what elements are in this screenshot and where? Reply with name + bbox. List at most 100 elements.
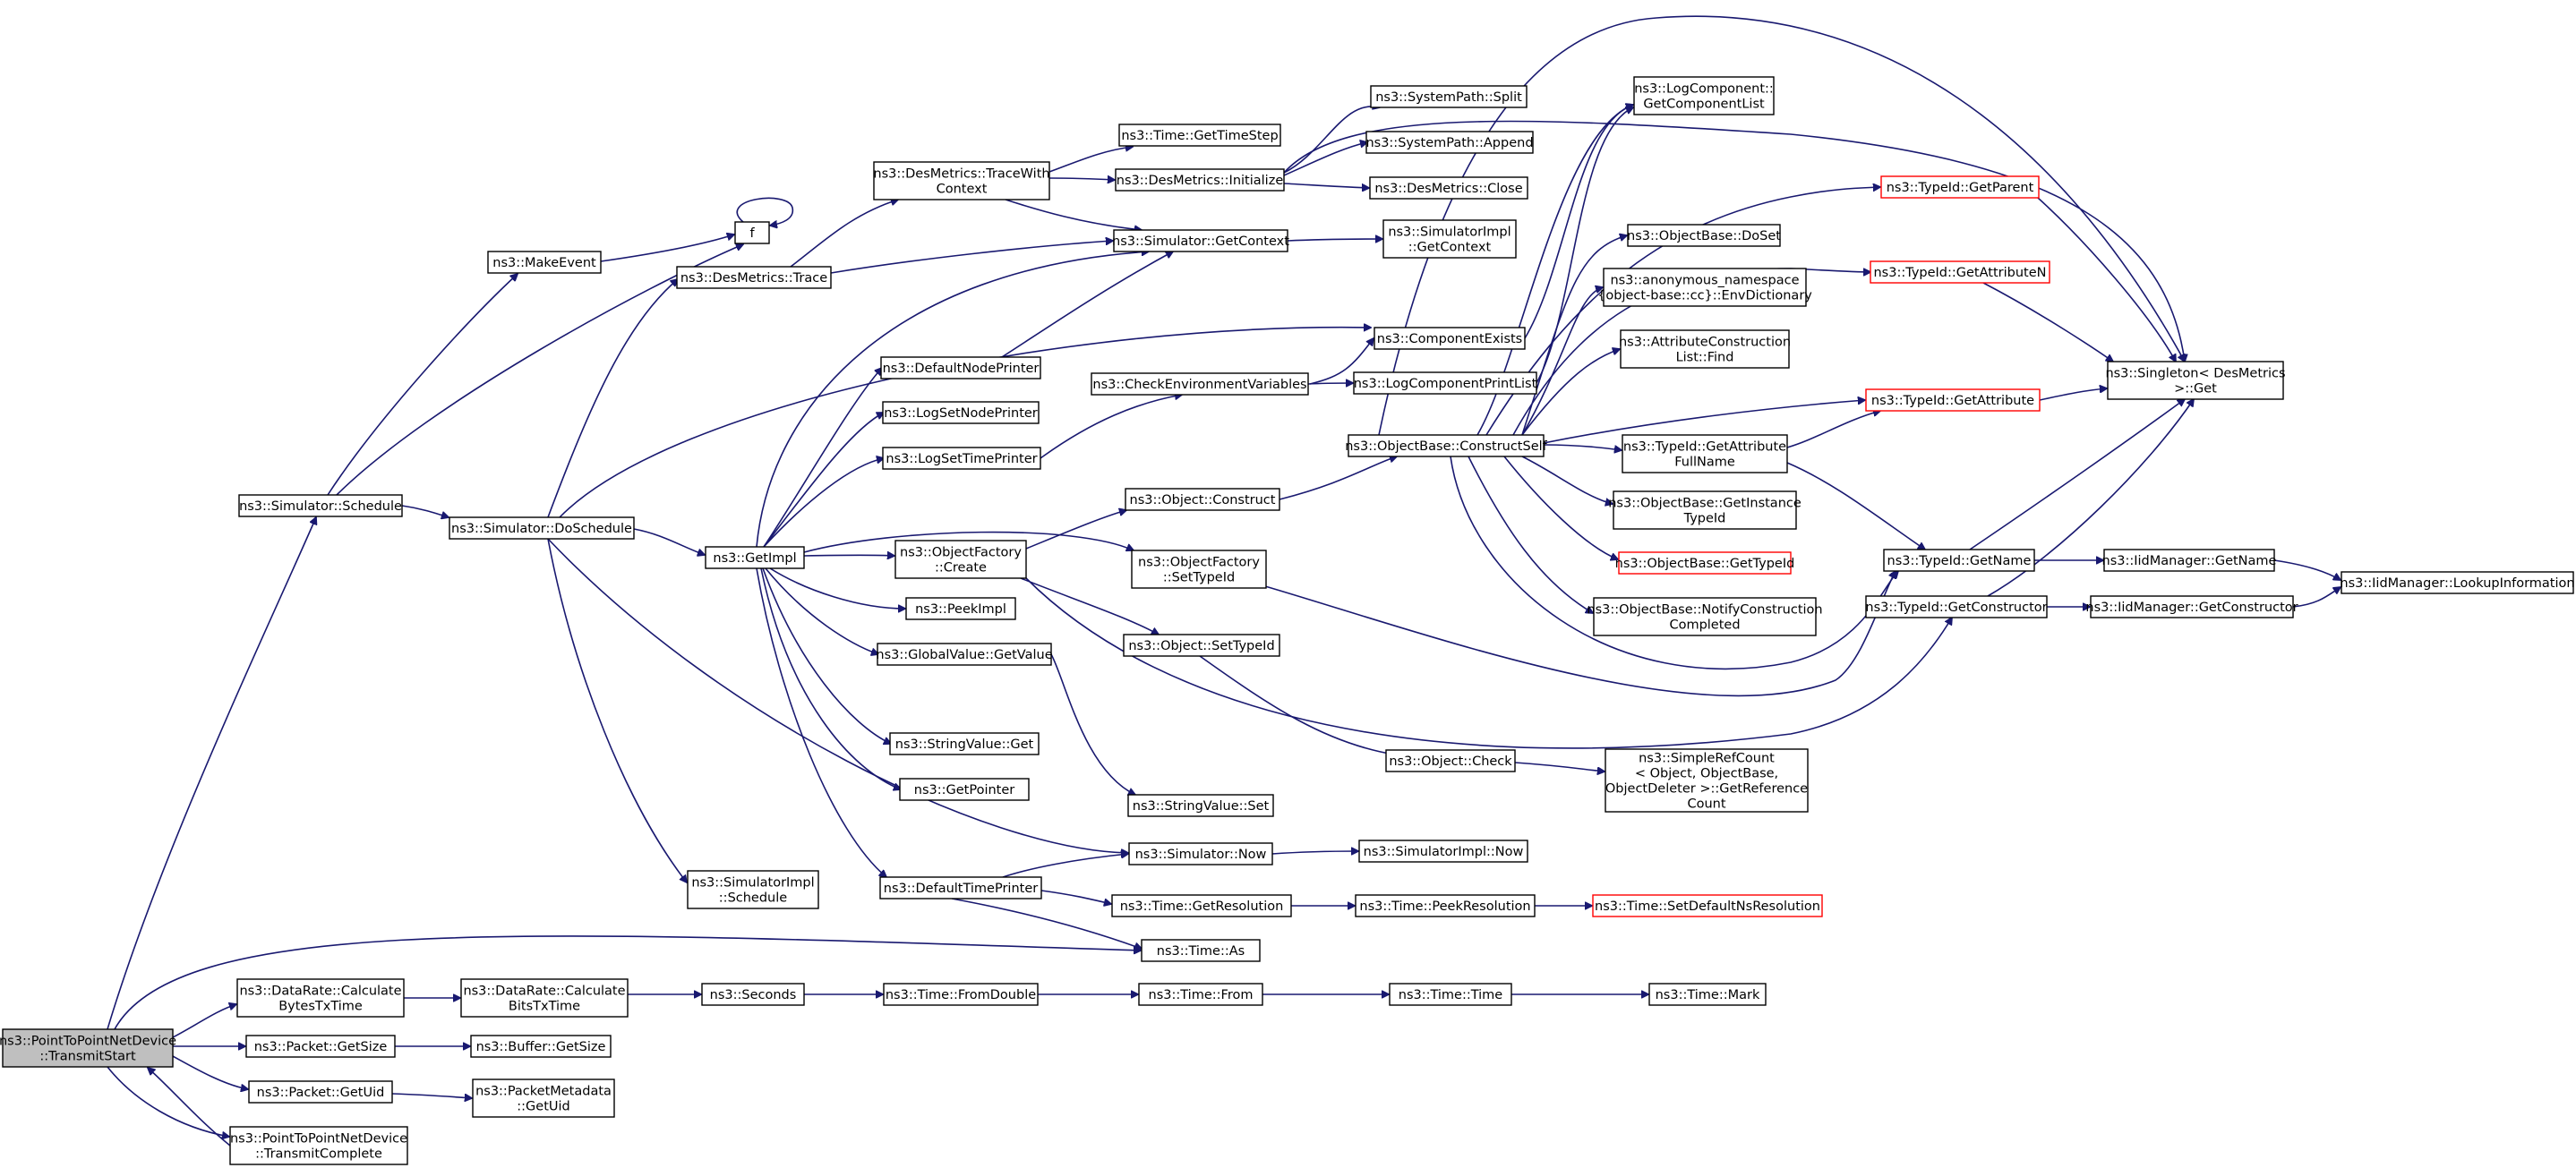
node-obj-set-type-id[interactable]: ns3::Object::SetTypeId — [1123, 634, 1280, 657]
node-obj-factory-set-type-id[interactable]: ns3::ObjectFactory::SetTypeId — [1131, 550, 1267, 589]
node-box — [1870, 260, 2050, 284]
node-sim-impl-get-context[interactable]: ns3::SimulatorImpl::GetContext — [1382, 219, 1517, 259]
node-log-comp-get-list[interactable]: ns3::LogComponent::GetComponentList — [1633, 76, 1775, 115]
node-type-id-get-constructor[interactable]: ns3::TypeId::GetConstructor — [1865, 595, 2048, 618]
node-set-default-ns[interactable]: ns3::Time::SetDefaultNsResolution — [1592, 894, 1823, 917]
call-edge-line — [1309, 338, 1374, 385]
node-iid-get-constructor[interactable]: ns3::IidManager::GetConstructor — [2085, 595, 2298, 618]
node-label-line: ns3::SimulatorImpl — [691, 876, 814, 891]
node-label-line: ns3::DesMetrics::Initialize — [1117, 174, 1284, 188]
node-f[interactable]: f — [734, 221, 770, 244]
node-sys-append[interactable]: ns3::SystemPath::Append — [1365, 131, 1534, 154]
node-simple-ref-count[interactable]: ns3::SimpleRefCount< Object, ObjectBase,… — [1605, 748, 1809, 813]
node-component-exists[interactable]: ns3::ComponentExists — [1374, 327, 1526, 350]
node-root[interactable]: ns3::PointToPointNetDevice::TransmitStar… — [0, 1028, 176, 1068]
node-notify-construction[interactable]: ns3::ObjectBase::NotifyConstructionCompl… — [1587, 597, 1823, 636]
node-iid-lookup[interactable]: ns3::IidManager::LookupInformation — [2340, 571, 2575, 594]
node-label-line: ::SetTypeId — [1163, 571, 1235, 585]
call-edge-line — [769, 567, 905, 609]
node-type-id-get-attribute-n[interactable]: ns3::TypeId::GetAttributeN — [1870, 260, 2050, 284]
node-env-dictionary[interactable]: ns3::anonymous_namespace{object-base::cc… — [1597, 268, 1812, 307]
node-obj-factory-create[interactable]: ns3::ObjectFactory::Create — [894, 540, 1027, 579]
node-time-mark[interactable]: ns3::Time::Mark — [1648, 983, 1767, 1006]
node-type-id-get-name[interactable]: ns3::TypeId::GetName — [1883, 549, 2035, 572]
node-get-time-step[interactable]: ns3::Time::GetTimeStep — [1118, 124, 1281, 147]
node-peek-impl[interactable]: ns3::PeekImpl — [905, 597, 1016, 620]
node-packet-meta-get-uid[interactable]: ns3::PacketMetadata::GetUid — [472, 1078, 615, 1118]
node-des-close[interactable]: ns3::DesMetrics::Close — [1369, 176, 1528, 200]
node-label-line: ::TransmitStart — [39, 1050, 136, 1064]
node-string-value-set[interactable]: ns3::StringValue::Set — [1127, 794, 1274, 817]
node-do-schedule[interactable]: ns3::Simulator::DoSchedule — [449, 516, 635, 540]
call-edge-line — [803, 555, 894, 556]
node-label-line: f — [749, 226, 755, 241]
node-log-comp-print-list[interactable]: ns3::LogComponentPrintList — [1353, 371, 1537, 395]
node-transmit-complete[interactable]: ns3::PointToPointNetDevice::TransmitComp… — [229, 1126, 408, 1165]
call-edge — [2039, 388, 2107, 401]
node-packet-get-size[interactable]: ns3::Packet::GetSize — [245, 1035, 396, 1058]
node-time-from[interactable]: ns3::Time::From — [1138, 983, 1263, 1006]
node-label-line: ns3::DataRate::Calculate — [239, 985, 401, 999]
node-get-resolution[interactable]: ns3::Time::GetResolution — [1111, 894, 1292, 917]
node-string-value-get[interactable]: ns3::StringValue::Get — [889, 732, 1040, 755]
node-schedule[interactable]: ns3::Simulator::Schedule — [238, 494, 403, 517]
call-edge-line — [2273, 559, 2341, 580]
call-edge-line — [1040, 395, 1182, 459]
node-get-impl[interactable]: ns3::GetImpl — [705, 546, 805, 569]
call-edge-line — [790, 200, 898, 268]
call-edge — [1271, 851, 1358, 854]
node-sim-impl-schedule[interactable]: ns3::SimulatorImpl::Schedule — [687, 870, 819, 909]
node-buffer-get-size[interactable]: ns3::Buffer::GetSize — [470, 1035, 612, 1058]
node-time-time[interactable]: ns3::Time::Time — [1389, 983, 1512, 1006]
node-from-double[interactable]: ns3::Time::FromDouble — [883, 983, 1039, 1006]
node-iid-get-name[interactable]: ns3::IidManager::GetName — [2102, 549, 2277, 572]
node-check-env[interactable]: ns3::CheckEnvironmentVariables — [1091, 372, 1309, 396]
node-default-node-printer[interactable]: ns3::DefaultNodePrinter — [880, 356, 1041, 379]
call-edge-line — [1287, 239, 1382, 241]
node-obj-check[interactable]: ns3::Object::Check — [1385, 749, 1516, 772]
node-obj-construct[interactable]: ns3::Object::Construct — [1125, 488, 1280, 511]
node-sim-impl-now[interactable]: ns3::SimulatorImpl::Now — [1358, 840, 1528, 863]
node-default-time-printer[interactable]: ns3::DefaultTimePrinter — [879, 876, 1042, 899]
call-edge — [1503, 456, 1618, 559]
node-type-id-get-attribute[interactable]: ns3::TypeId::GetAttribute — [1865, 388, 2041, 412]
node-box — [1365, 131, 1534, 154]
call-edge — [1536, 107, 1633, 384]
node-seconds[interactable]: ns3::Seconds — [701, 983, 805, 1006]
node-log-set-node-printer[interactable]: ns3::LogSetNodePrinter — [882, 401, 1040, 424]
node-time-as[interactable]: ns3::Time::As — [1141, 939, 1261, 962]
nodes-layer: ns3::PointToPointNetDevice::TransmitStar… — [0, 76, 2575, 1165]
call-edge-line — [1521, 456, 1613, 504]
call-edge — [547, 538, 687, 882]
node-box — [1091, 372, 1309, 396]
node-sys-split[interactable]: ns3::SystemPath::Split — [1370, 85, 1528, 108]
node-label-line: ns3::IidManager::GetConstructor — [2085, 601, 2298, 615]
node-log-set-time-printer[interactable]: ns3::LogSetTimePrinter — [882, 447, 1041, 470]
node-type-id-get-parent[interactable]: ns3::TypeId::GetParent — [1880, 175, 2040, 199]
node-get-pointer[interactable]: ns3::GetPointer — [899, 778, 1030, 801]
node-obj-base-do-set[interactable]: ns3::ObjectBase::DoSet — [1627, 224, 1781, 247]
node-singleton-get[interactable]: ns3::Singleton< DesMetrics>::Get — [2105, 361, 2286, 400]
node-make-event[interactable]: ns3::MakeEvent — [487, 251, 602, 274]
node-packet-get-uid[interactable]: ns3::Packet::GetUid — [248, 1080, 393, 1104]
node-peek-resolution[interactable]: ns3::Time::PeekResolution — [1355, 894, 1536, 917]
node-sim-now[interactable]: ns3::Simulator::Now — [1128, 842, 1273, 865]
call-edge — [763, 458, 884, 548]
node-box — [1382, 219, 1517, 259]
node-get-context[interactable]: ns3::Simulator::GetContext — [1112, 229, 1289, 252]
node-des-init[interactable]: ns3::DesMetrics::Initialize — [1115, 168, 1285, 192]
node-des-trace[interactable]: ns3::DesMetrics::Trace — [676, 266, 832, 289]
node-obj-base-get-type-id[interactable]: ns3::ObjectBase::GetTypeId — [1615, 551, 1795, 575]
call-edge-line — [1468, 456, 1593, 613]
node-global-value-get[interactable]: ns3::GlobalValue::GetValue — [876, 643, 1053, 666]
call-edge — [2037, 197, 2176, 362]
call-edge — [760, 567, 901, 789]
call-edge-line — [1521, 235, 1627, 436]
node-construct-self[interactable]: ns3::ObjectBase::ConstructSelf — [1345, 434, 1548, 457]
